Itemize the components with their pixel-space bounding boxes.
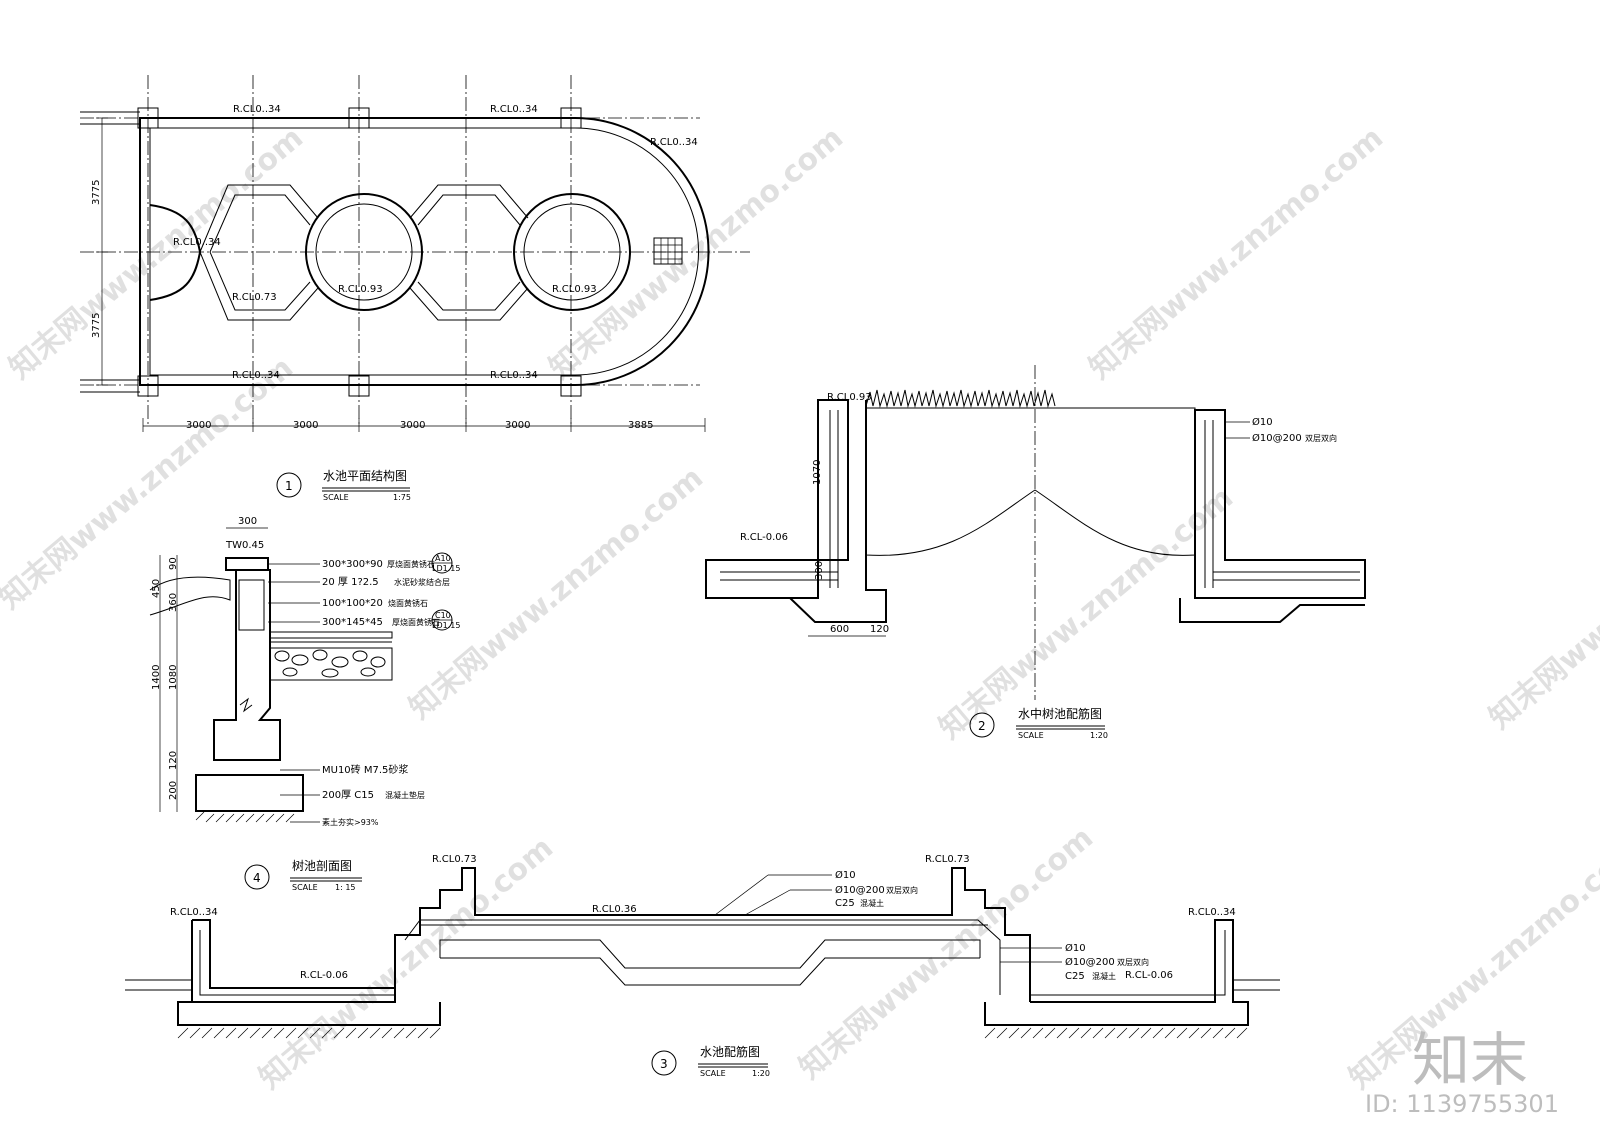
tree-pool-section-drawing: 300 TW0.45 90 360 450 1080 1400 120 200 …: [149, 516, 460, 892]
d4-callout: C10: [435, 611, 451, 620]
pool-rebar-drawing: R.CL0..34 R.CL-0.06 R.CL0.73 R.CL0.36 R.…: [125, 854, 1280, 1078]
watermark-text: 知末网www.znzmo.com: [1483, 470, 1600, 736]
watermark-text: 知末网www.znzmo.com: [403, 460, 710, 726]
d3-elev: R.CL-0.06: [1125, 970, 1173, 981]
brand-logo: 知末: [1412, 1026, 1528, 1094]
d3-rebar-top: C25: [835, 898, 855, 909]
d2-scale-value: 1:20: [1090, 731, 1108, 740]
d3-rebar-top: Ø10: [835, 869, 856, 881]
d3-scale-label: SCALE: [700, 1069, 726, 1078]
d4-callout: LD1.15: [432, 621, 460, 630]
d3-elev: R.CL0.36: [592, 904, 637, 915]
plan-scale-label: SCALE: [323, 493, 349, 502]
plan-scale-value: 1:75: [393, 493, 411, 502]
d4-note: MU10砖 M7.5砂浆: [322, 763, 408, 776]
d4-scale-value: 1: 15: [335, 883, 356, 892]
d3-rebar-right: C25: [1065, 971, 1085, 982]
plan-elev-label: R.CL0..34: [650, 137, 698, 148]
watermark-text: 知末网www.znzmo.com: [543, 120, 850, 386]
d3-rebar-top: Ø10@200: [835, 884, 885, 896]
plan-dim-v: 3775: [91, 180, 102, 205]
d2-dim: 300: [814, 561, 825, 580]
d4-dim-v: 200: [168, 781, 179, 800]
d3-elev: R.CL0.73: [925, 854, 970, 865]
plan-dim-h: 3000: [293, 420, 318, 431]
watermark-text: 知末网www.znzmo.com: [1083, 120, 1390, 386]
d4-top-dim: 300: [238, 516, 257, 527]
plan-elev-label: R.CL0.93: [552, 284, 597, 295]
d2-elev-low: R.CL-0.06: [740, 532, 788, 543]
d3-title-number: 3: [660, 1057, 668, 1071]
plan-elev-label: R.CL0..34: [173, 237, 221, 248]
d4-title: 树池剖面图: [292, 858, 352, 873]
plan-elev-label: R.CL0..34: [232, 370, 280, 381]
d4-title-number: 4: [253, 871, 261, 885]
d4-dim-v: 90: [168, 557, 179, 570]
d3-rebar-right-note: 混凝土: [1092, 971, 1116, 981]
d3-rebar-right: Ø10: [1065, 942, 1086, 954]
d3-scale-value: 1:20: [752, 1069, 770, 1078]
plan-elev-label: R.CL0.73: [232, 292, 277, 303]
plan-dim-h: 3000: [186, 420, 211, 431]
d4-callout: LD1.15: [432, 564, 460, 573]
d4-dim-v: 120: [168, 751, 179, 770]
plan-dim-h: 3000: [400, 420, 425, 431]
d4-note: 300*300*90: [322, 559, 383, 570]
d4-note-sub: 烧面黄锈石: [388, 598, 428, 608]
d4-dim-v: 1080: [168, 665, 179, 690]
d4-note-sub: 水泥砂浆结合层: [394, 577, 450, 587]
plan-title-number: 1: [285, 479, 293, 493]
plan-dim-h: 3885: [628, 420, 653, 431]
d2-scale-label: SCALE: [1018, 731, 1044, 740]
tree-pool-rebar-drawing: R.CL0.93 R.CL-0.06 1070 300 600 120 Ø10 …: [705, 365, 1366, 740]
plan-elev-label: R.CL0..34: [490, 370, 538, 381]
d3-elev: R.CL-0.06: [300, 970, 348, 981]
watermark-text: 知末网www.znzmo.com: [3, 120, 310, 386]
d4-top-elev: TW0.45: [225, 540, 264, 551]
d2-title-number: 2: [978, 719, 986, 733]
d3-elev: R.CL0..34: [170, 907, 218, 918]
d4-dim-v: 360: [168, 593, 179, 612]
plan-dim-v: 3775: [91, 313, 102, 338]
d4-note-sub: 厚烧面黄锈石: [387, 559, 435, 569]
plan-dim-h: 3000: [505, 420, 530, 431]
d4-note-sub: 混凝土垫层: [385, 790, 425, 800]
plan-title: 水池平面结构图: [323, 468, 407, 483]
d4-note: 20 厚 1?2.5: [322, 576, 379, 588]
d3-title: 水池配筋图: [700, 1044, 760, 1059]
d3-rebar-top-note: 混凝土: [860, 898, 884, 908]
d4-note: 200厚 C15: [322, 789, 374, 801]
d2-elev-top: R.CL0.93: [827, 392, 872, 403]
d4-note-sub: 厚烧面黄锈石: [392, 617, 440, 627]
d4-note: 100*100*20: [322, 598, 383, 609]
d2-rebar: Ø10@200: [1252, 432, 1302, 444]
plan-elev-label: R.CL0..34: [233, 104, 281, 115]
d2-rebar-note: 双层双向: [1305, 433, 1337, 443]
plan-elev-label: R.CL0..34: [490, 104, 538, 115]
d3-elev: R.CL0.73: [432, 854, 477, 865]
plan-elev-label: R.CL0.93: [338, 284, 383, 295]
d4-callout: A10: [435, 554, 451, 563]
d4-note: 300*145*45: [322, 617, 383, 628]
d3-rebar-right: Ø10@200: [1065, 956, 1115, 968]
d3-rebar-top-note: 双层双向: [886, 885, 918, 895]
d4-note: 素土夯实>93%: [322, 817, 379, 827]
d2-dim: 1070: [812, 460, 823, 485]
d3-rebar-right-note: 双层双向: [1117, 957, 1149, 967]
d4-scale-label: SCALE: [292, 883, 318, 892]
d2-dim: 600: [830, 624, 849, 635]
watermark-text: 知末网www.znzmo.com: [0, 350, 300, 616]
d4-dim-v: 450: [151, 579, 162, 598]
d3-elev: R.CL0..34: [1188, 907, 1236, 918]
d2-title: 水中树池配筋图: [1018, 706, 1102, 721]
d2-rebar: Ø10: [1252, 416, 1273, 428]
d4-dim-v: 1400: [151, 665, 162, 690]
pool-plan-drawing: R.CL0..34 R.CL0..34 R.CL0..34 R.CL0..34 …: [80, 75, 750, 502]
d2-dim: 120: [870, 624, 889, 635]
brand-id: ID: 1139755301: [1365, 1090, 1559, 1118]
